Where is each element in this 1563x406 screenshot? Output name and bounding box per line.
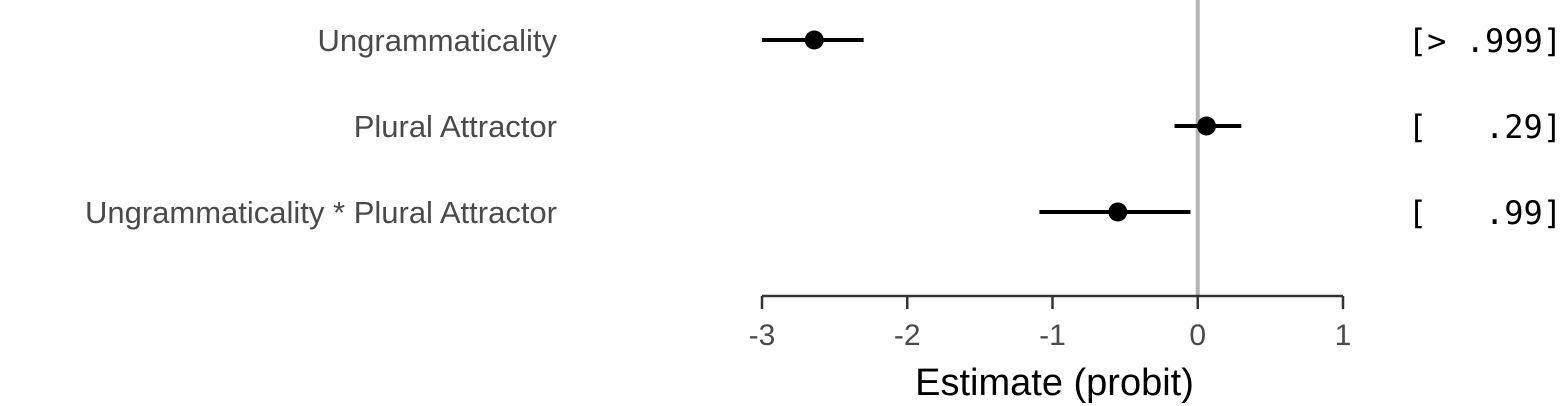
coefficient-row: Ungrammaticality [> .999]	[318, 22, 1562, 60]
row-label: Ungrammaticality	[318, 23, 558, 58]
row-label: Ungrammaticality * Plural Attractor	[85, 195, 557, 230]
x-axis: -3 -2 -1 0 1	[749, 294, 1352, 352]
x-axis-ticks: -3 -2 -1 0 1	[749, 296, 1352, 352]
coefficient-rows: Ungrammaticality [> .999] Plural Attractor…	[85, 22, 1562, 232]
probability-label: [> .999]	[1408, 22, 1562, 60]
x-tick-label: 1	[1335, 319, 1352, 352]
coefficient-row: Ungrammaticality * Plural Attractor [ .99…	[85, 194, 1562, 232]
x-tick-label: -2	[894, 319, 921, 352]
coefficient-row: Plural Attractor [ .29]	[354, 108, 1562, 146]
probability-label: [ .99]	[1408, 194, 1562, 232]
probability-label: [ .29]	[1408, 108, 1562, 146]
x-tick-label: -3	[749, 319, 776, 352]
x-tick-label: 0	[1189, 319, 1206, 352]
row-label: Plural Attractor	[354, 109, 557, 144]
x-tick-label: -1	[1039, 319, 1066, 352]
estimate-point	[804, 30, 824, 50]
estimate-point	[1108, 202, 1128, 222]
x-axis-title: Estimate (probit)	[915, 362, 1194, 404]
estimate-point	[1196, 116, 1216, 136]
